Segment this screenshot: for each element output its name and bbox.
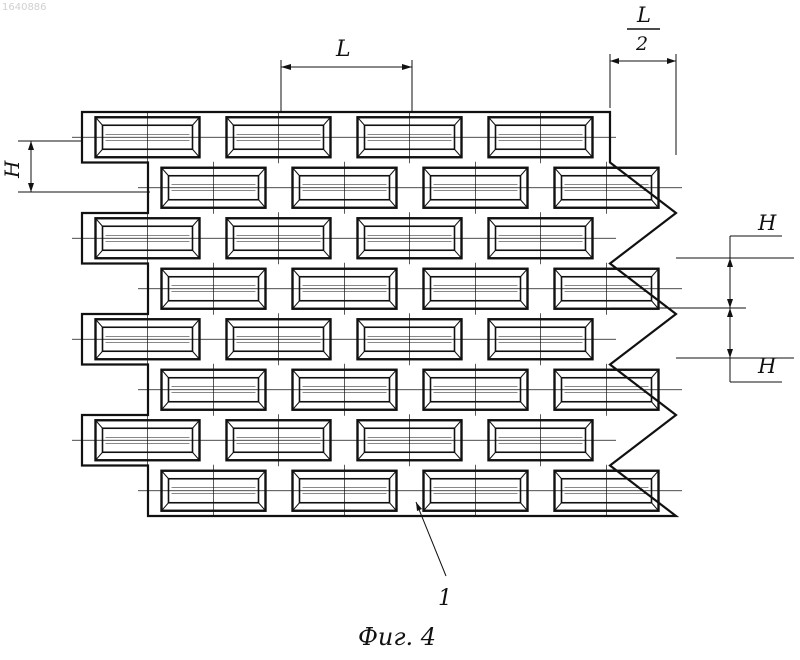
center-lines: [72, 111, 682, 517]
height-label-right-top: H: [757, 211, 777, 235]
callout-number: 1: [438, 586, 452, 611]
dimension-pitch: L: [281, 37, 412, 112]
pitch-label: L: [335, 37, 351, 62]
watermark: 1640886: [2, 2, 47, 13]
dimension-height-right: H H: [610, 211, 794, 382]
height-label-right-bottom: H: [757, 354, 777, 378]
callout-leader: 1: [416, 502, 452, 611]
half-pitch-numerator: L: [636, 3, 651, 27]
height-label-left: H: [0, 160, 24, 179]
figure-caption: Фиг. 4: [358, 623, 436, 651]
half-pitch-denominator: 2: [635, 33, 648, 55]
dimension-half-pitch: L 2: [610, 3, 676, 155]
plate-outline: [82, 112, 676, 516]
brick-cells: [96, 117, 659, 511]
